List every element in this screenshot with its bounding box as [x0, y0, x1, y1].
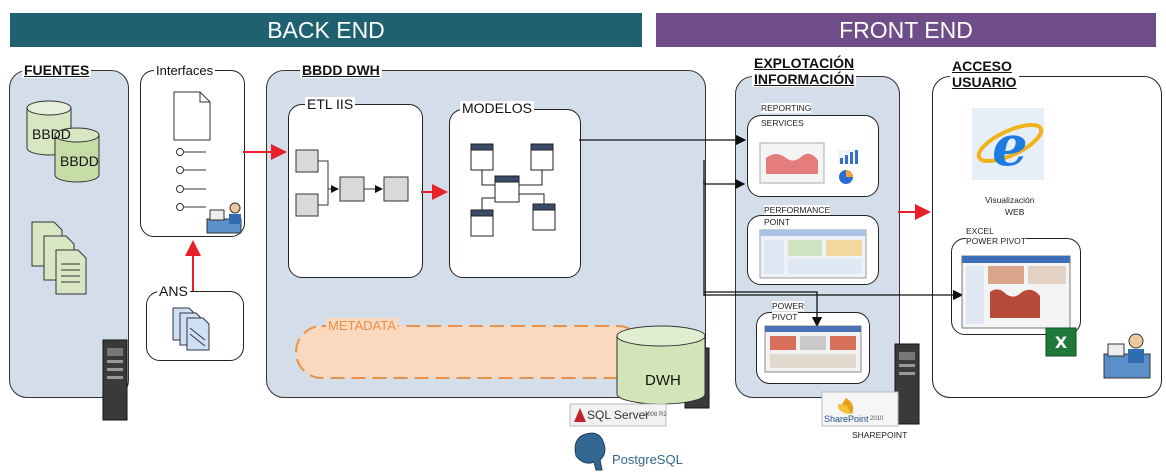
- front-end-banner: FRONT END: [656, 13, 1156, 47]
- sharepoint-caption: SHAREPOINT: [852, 430, 908, 440]
- user-at-computer-icon: [1103, 333, 1151, 379]
- user-at-desk-icon: [206, 202, 242, 234]
- data-model-icon: [470, 143, 556, 237]
- db1-label: BBDD: [32, 126, 71, 142]
- power-pivot-screenshot-icon: [764, 325, 862, 373]
- interfaces-label: Interfaces: [154, 63, 216, 78]
- connector-lines: [579, 134, 964, 328]
- document-icon: [173, 91, 211, 141]
- internet-explorer-icon: e: [972, 108, 1044, 180]
- acceso-label-line1: ACCESO: [950, 58, 1014, 74]
- acceso-label-line2: USUARIO: [950, 74, 1019, 90]
- bbdd-dwh-label: BBDD DWH: [300, 62, 382, 78]
- performance-label-line1: PERFORMANCE: [764, 205, 831, 215]
- excel-icon: X: [1045, 327, 1077, 357]
- db2-label: BBDD: [60, 153, 99, 169]
- dwh-cylinder: [616, 325, 706, 405]
- excel-screenshot-icon: [961, 255, 1071, 329]
- sql-server-logo: [569, 403, 667, 427]
- dwh-label: DWH: [645, 372, 681, 389]
- svg-text:e: e: [992, 113, 1028, 179]
- sql-server-logo-text: SQL Server: [587, 408, 650, 422]
- sharepoint-server-icon: [894, 343, 920, 425]
- reporting-label-line2: SERVICES: [761, 118, 804, 128]
- sharepoint-logo-text: SharePoint: [824, 414, 869, 424]
- postgresql-logo-text: PostgreSQL: [612, 452, 683, 467]
- power-label-line1: POWER: [772, 301, 805, 311]
- list-icon: [176, 148, 206, 211]
- modelos-label: MODELOS: [460, 100, 535, 116]
- visualizacion-label: Visualización: [985, 195, 1035, 205]
- power-label-line2: PIVOT: [772, 312, 798, 322]
- postgresql-logo: [574, 432, 606, 471]
- reporting-label-line1: REPORTING: [761, 103, 812, 113]
- fuentes-label: FUENTES: [22, 62, 92, 78]
- excel-label-line2: POWER PIVOT: [966, 236, 1026, 246]
- web-label: WEB: [1005, 207, 1025, 217]
- svg-text:X: X: [1055, 333, 1068, 352]
- performance-screenshot-icon: [759, 229, 867, 279]
- explotacion-label-line2: INFORMACIÓN: [752, 71, 857, 87]
- explotacion-label-line1: EXPLOTACIÓN: [752, 55, 857, 71]
- database-icon: [26, 100, 100, 183]
- sql-server-version: 2008 R2: [644, 412, 667, 418]
- metadata-label: METADATA: [326, 318, 398, 333]
- ans-label: ANS: [157, 283, 190, 299]
- documents-icon: [31, 221, 87, 295]
- excel-label-line1: EXCEL: [966, 226, 994, 236]
- etl-label: ETL IIS: [305, 96, 356, 112]
- performance-label-line2: POINT: [764, 217, 790, 227]
- ans-documents-icon: [172, 307, 210, 351]
- reporting-chart-icon: [759, 142, 858, 184]
- back-end-banner: BACK END: [10, 13, 642, 47]
- sharepoint-logo: [821, 391, 899, 427]
- server-icon: [102, 339, 128, 421]
- metadata-band: [295, 325, 645, 379]
- etl-flow: [295, 149, 409, 217]
- sharepoint-logo-version: 2010: [870, 416, 884, 422]
